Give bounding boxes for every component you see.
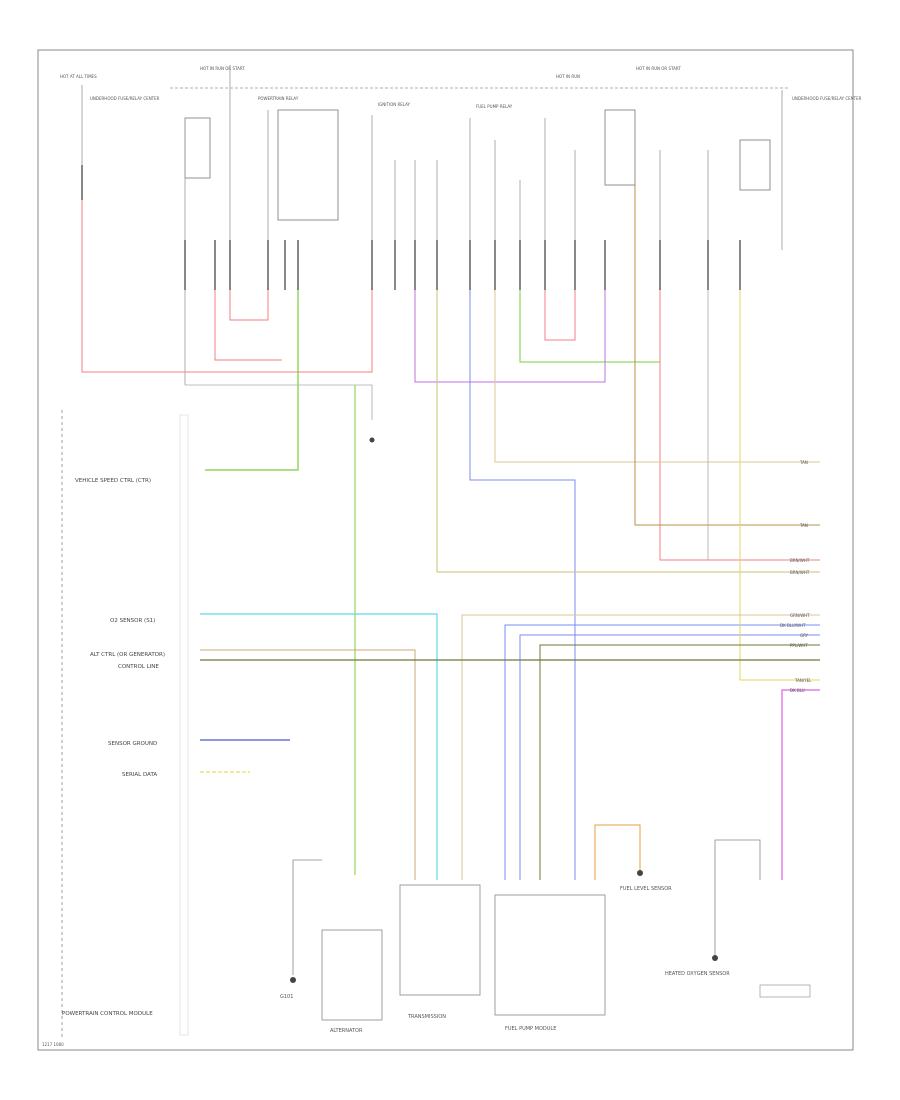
bottom-label-alternator: ALTERNATOR	[330, 1028, 363, 1034]
wire-blue-c	[519, 634, 820, 880]
heater-sensor-lead	[714, 839, 761, 955]
connector-pins	[81, 165, 741, 290]
relay-box	[277, 109, 339, 221]
wire-red-c	[544, 290, 576, 341]
wire-yellow-a	[739, 290, 820, 681]
wire-tan-a	[494, 290, 820, 463]
top-label-hot-run-right: HOT IN RUN	[556, 74, 580, 79]
top-label-underhood-left: UNDERHOOD FUSE/RELAY CENTER	[90, 96, 160, 101]
pcm-label-vehicle-speed: VEHICLE SPEED CTRL (CTR)	[75, 478, 151, 484]
pcm-label-o2-sensor: O2 SENSOR (S1)	[110, 618, 155, 624]
right-wire-tags: TAN TAN BRN/WHT BRN/WHT GRN/WHT DK BLU/W…	[780, 460, 812, 693]
splice-point	[369, 437, 375, 443]
wire-red-left	[81, 200, 373, 373]
wire-blue	[469, 290, 576, 880]
pcm-label-module-name: POWERTRAIN CONTROL MODULE	[62, 1011, 153, 1017]
top-label-underhood-right: UNDERHOOD FUSE/RELAY CENTER	[792, 96, 862, 101]
wire-green-b	[519, 290, 660, 363]
wire-red-a	[214, 290, 282, 361]
wire-tag-4: GRN/WHT	[790, 613, 810, 618]
bottom-label-fuel-pump-module: FUEL PUMP MODULE	[505, 1026, 556, 1032]
wire-tag-8: TAN/YEL	[794, 678, 812, 683]
pcm-label-alt-ctrl: ALT CTRL (OR GENERATOR)	[90, 652, 165, 658]
wire-cyan	[200, 613, 438, 880]
alternator-box	[321, 929, 383, 1021]
fuse-box-right	[604, 109, 636, 186]
top-label-hot-run-right2: HOT IN RUN OR START	[636, 66, 681, 71]
bottom-label-ground: G101	[280, 994, 293, 1000]
bottom-label-heater-sensor: HEATED OXYGEN SENSOR	[665, 971, 730, 977]
transmission-box	[399, 884, 481, 996]
wire-orange	[594, 824, 641, 880]
top-label-powertrain-relay: POWERTRAIN RELAY	[258, 96, 299, 101]
pcm-label-sensor-ground: SENSOR GROUND	[108, 741, 157, 747]
wire-tan-d	[461, 614, 820, 880]
ground-lead	[292, 859, 322, 975]
wire-tan-c	[634, 185, 820, 526]
wire-gray-splice	[185, 384, 373, 420]
fuel-pump-module-box	[494, 894, 606, 1016]
wire-tag-9: DK BLU	[790, 688, 805, 693]
top-label-fuel-pump-relay: FUEL PUMP RELAY	[476, 104, 513, 109]
wire-tag-7: PPL/WHT	[790, 643, 808, 648]
wire-brown	[200, 649, 416, 880]
wire-tag-0: TAN	[799, 460, 808, 465]
wire-tan-b	[436, 290, 820, 573]
wire-magenta	[781, 689, 820, 880]
pcm-pin-column	[179, 414, 189, 1036]
pcm-label-serial-data: SERIAL DATA	[122, 772, 157, 778]
ground-symbol-right	[712, 955, 718, 961]
wire-tag-2: BRN/WHT	[790, 558, 810, 563]
fuse-box-left	[184, 117, 211, 179]
bottom-label-fuel-level-sensor: FUEL LEVEL SENSOR	[620, 886, 672, 892]
wire-red-d	[659, 290, 820, 561]
top-label-hot-all-times: HOT AT ALL TIMES	[60, 74, 97, 79]
wire-tag-1: TAN	[799, 523, 808, 528]
top-label-ignition-relay: IGNITION RELAY	[378, 102, 411, 107]
diagram-border	[37, 49, 854, 1051]
wire-green	[205, 290, 299, 471]
o2-sensor-box	[759, 984, 811, 998]
wire-tag-6: GRY	[800, 633, 809, 638]
footer-code: 1217 1080	[42, 1042, 64, 1047]
wire-tag-5: DK BLU/WHT	[780, 623, 806, 628]
wire-olive-b	[539, 644, 820, 880]
fuse-box-right2	[739, 139, 771, 191]
bottom-label-transmission: TRANSMISSION	[407, 1014, 446, 1020]
wire-red-b	[229, 290, 269, 321]
wire-tag-3: BRN/WHT	[790, 570, 810, 575]
top-label-hot-run-left: HOT IN RUN OR START	[200, 66, 245, 71]
wire-blue-b	[504, 624, 820, 880]
wire-purple	[414, 290, 606, 383]
ground-symbol-fuel	[637, 870, 643, 876]
pcm-label-control-line: CONTROL LINE	[118, 664, 159, 670]
ground-symbol-left	[290, 977, 296, 983]
top-vertical-drops	[81, 65, 783, 385]
